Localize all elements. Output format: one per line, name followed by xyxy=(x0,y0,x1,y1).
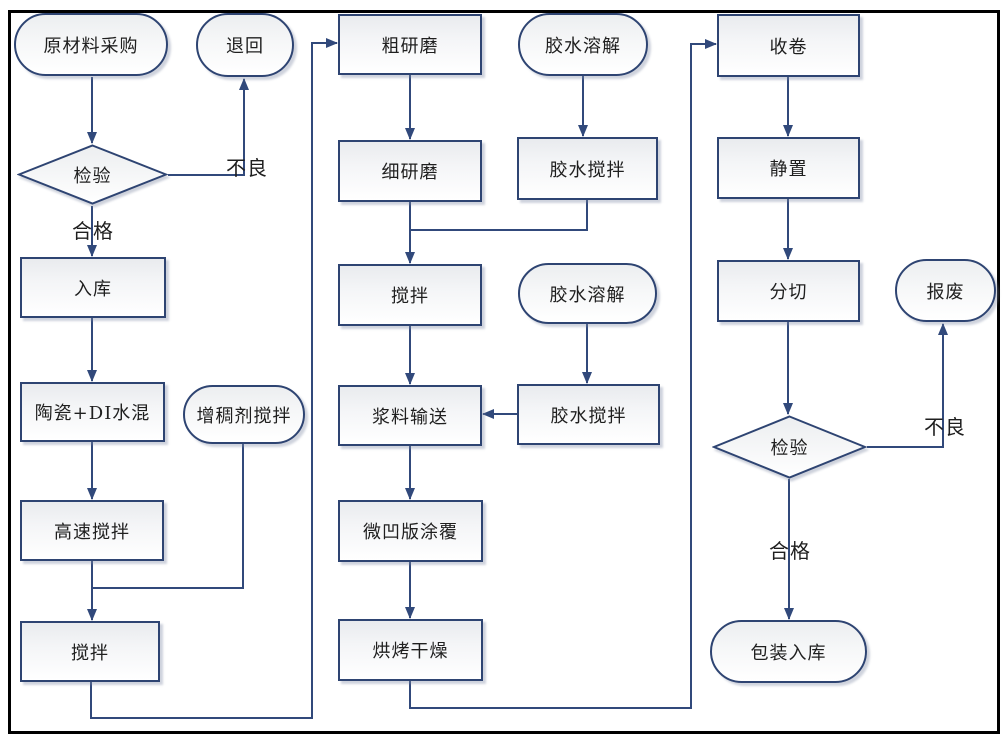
node-label: 细研磨 xyxy=(381,162,439,183)
diamond-shape xyxy=(712,415,867,479)
node-thickener-stir: 增稠剂搅拌 xyxy=(183,385,305,444)
node-label: 原材料采购 xyxy=(43,35,139,57)
node-label: 收卷 xyxy=(769,36,808,58)
node-label: 胶水搅拌 xyxy=(549,159,626,181)
node-inspection-1: 检验 xyxy=(17,144,168,205)
node-stir-left: 搅拌 xyxy=(20,621,160,682)
node-label: 检验 xyxy=(770,438,809,459)
flowchart-frame xyxy=(8,10,1000,734)
node-return: 退回 xyxy=(196,13,294,77)
node-label: 搅拌 xyxy=(391,286,429,307)
node-high-speed-stir: 高速搅拌 xyxy=(20,500,164,561)
edge-label-reject-2: 不良 xyxy=(924,415,966,439)
node-glue-stir-2: 胶水搅拌 xyxy=(517,384,660,445)
node-packing-warehouse: 包装入库 xyxy=(710,620,867,683)
node-raw-material-purchase: 原材料采购 xyxy=(14,13,168,76)
node-slurry-transfer: 浆料输送 xyxy=(338,385,482,446)
node-glue-dissolve-1: 胶水溶解 xyxy=(518,13,648,76)
node-rest: 静置 xyxy=(717,137,860,199)
node-label: 陶瓷+DI水混 xyxy=(34,403,151,424)
node-label: 入库 xyxy=(74,278,112,300)
node-fine-grinding: 细研磨 xyxy=(338,140,482,202)
node-warehouse-in: 入库 xyxy=(20,257,166,318)
node-label: 搅拌 xyxy=(71,642,109,664)
edge-label-reject-1: 不良 xyxy=(226,156,268,180)
node-bake-drying: 烘烤干燥 xyxy=(338,619,483,681)
diamond-shape xyxy=(17,144,168,205)
node-label: 胶水溶解 xyxy=(545,35,621,57)
node-inspection-2: 检验 xyxy=(712,415,867,479)
node-ceramic-di-water-mix: 陶瓷+DI水混 xyxy=(20,382,165,442)
node-winding: 收卷 xyxy=(717,14,860,77)
node-slitting: 分切 xyxy=(717,260,860,322)
node-label: 烘烤干燥 xyxy=(372,641,449,662)
node-label: 报废 xyxy=(926,281,965,303)
edge-label-pass-1: 合格 xyxy=(72,219,114,243)
node-micro-gravure-coating: 微凹版涂覆 xyxy=(338,500,483,562)
node-label: 高速搅拌 xyxy=(54,521,130,543)
node-label: 检验 xyxy=(73,165,112,187)
node-label: 分切 xyxy=(769,282,808,303)
node-label: 静置 xyxy=(769,159,808,180)
node-glue-stir-1: 胶水搅拌 xyxy=(517,137,658,200)
node-label: 增稠剂搅拌 xyxy=(196,405,292,427)
node-label: 微凹版涂覆 xyxy=(363,522,458,543)
node-label: 胶水溶解 xyxy=(549,284,626,306)
node-label: 粗研磨 xyxy=(381,35,439,57)
node-label: 退回 xyxy=(226,36,264,57)
node-stir-mid: 搅拌 xyxy=(338,264,482,326)
node-coarse-grinding: 粗研磨 xyxy=(338,14,482,75)
node-glue-dissolve-2: 胶水溶解 xyxy=(518,263,657,324)
node-label: 胶水搅拌 xyxy=(550,405,627,427)
node-label: 浆料输送 xyxy=(372,406,448,428)
edge-label-pass-2: 合格 xyxy=(769,539,811,563)
node-label: 包装入库 xyxy=(750,642,827,664)
node-scrap: 报废 xyxy=(895,259,996,322)
